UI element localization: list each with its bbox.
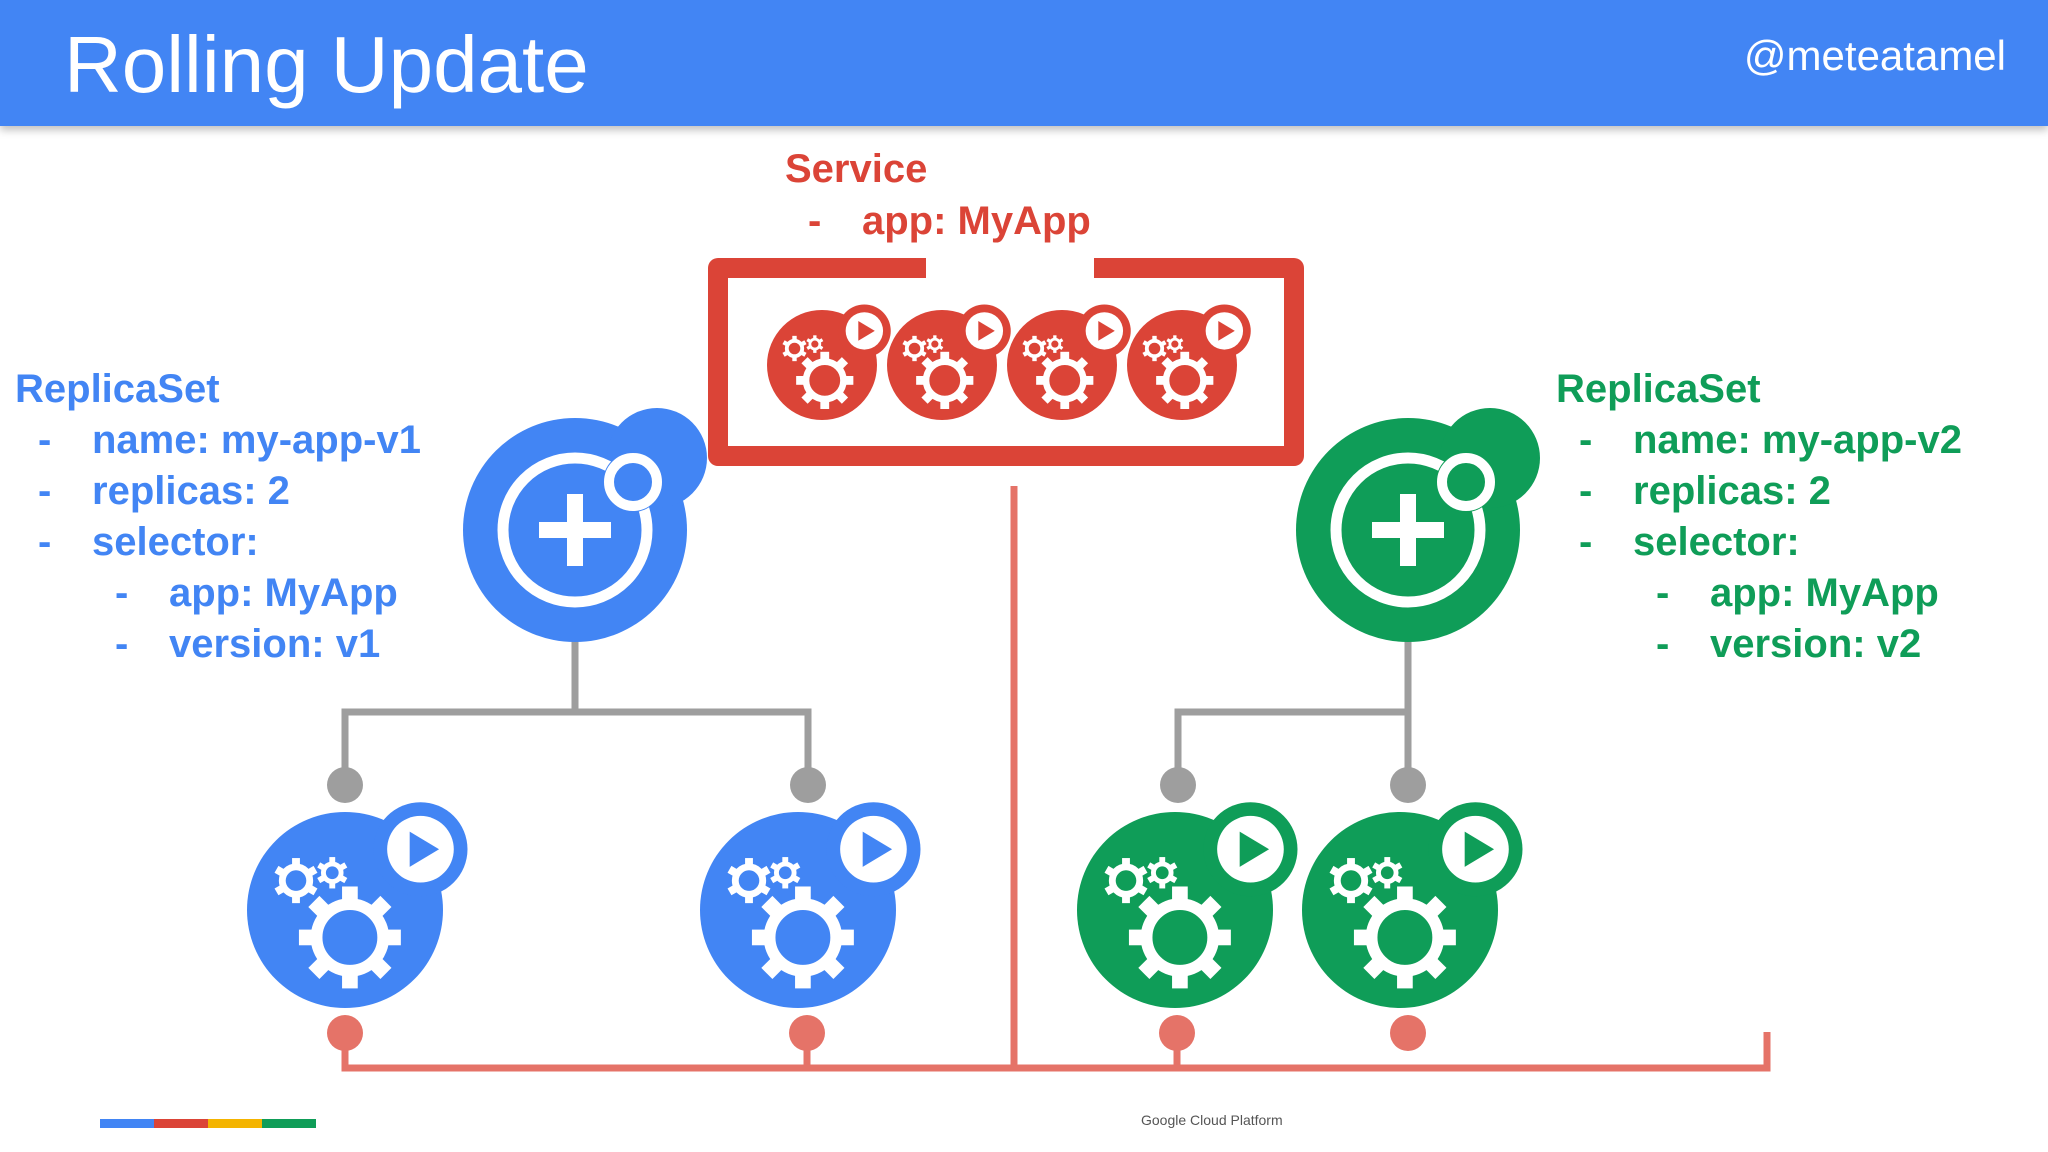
replicaset-v2-name: -name: my-app-v2 (1579, 415, 1962, 465)
pod-icon (887, 305, 1011, 421)
footer-platform-label: Google Cloud Platform (1141, 1112, 1283, 1128)
replicaset-v2-replicas-text: replicas: 2 (1633, 469, 1831, 513)
pod-icon (1007, 305, 1131, 421)
replicaset-v2-name-text: name: my-app-v2 (1633, 418, 1962, 462)
pod-icon (1077, 802, 1298, 1008)
replicaset-v1-app: -app: MyApp (115, 568, 398, 618)
replicaset-v1-icon (463, 408, 707, 642)
author-handle: @meteatamel (1743, 32, 2006, 79)
service-selector-line: -app: MyApp (808, 196, 1091, 246)
replicaset-connector-dots (327, 767, 1426, 803)
replicaset-v2-app-text: app: MyApp (1710, 571, 1939, 615)
replicaset-v1-dash-5: - (115, 622, 129, 666)
replicaset-v2-dash-1: - (1579, 418, 1593, 462)
slide-title: Rolling Update (64, 20, 589, 109)
pod-icon (700, 802, 921, 1008)
replicaset-v1-app-text: app: MyApp (169, 571, 398, 615)
replicaset-v1-pods (247, 802, 921, 1008)
replicaset-v1-dash-1: - (38, 418, 52, 462)
brand-bar-green (262, 1119, 316, 1128)
replicaset-v1-selector: -selector: (38, 517, 259, 567)
pod-icon (767, 305, 891, 421)
service-selector-app: app: MyApp (862, 199, 1091, 243)
replicaset-v1-replicas-text: replicas: 2 (92, 469, 290, 513)
service-connector-dots (327, 1015, 1426, 1051)
replicaset-v2-dash-3: - (1579, 520, 1593, 564)
replicaset-v1-dash-2: - (38, 469, 52, 513)
service-box (708, 258, 1304, 466)
pod-icon (1302, 802, 1523, 1008)
replicaset-v2-icon (1296, 408, 1540, 642)
service-dash-1: - (808, 199, 822, 243)
brand-bar-blue (100, 1119, 154, 1128)
replicaset-v2-version-text: version: v2 (1710, 622, 1922, 666)
pod-icon (1127, 305, 1251, 421)
replicaset-v1-name: -name: my-app-v1 (38, 415, 421, 465)
slide-header: Rolling Update @meteatamel (0, 0, 2048, 126)
replicaset-v1-dash-4: - (115, 571, 129, 615)
replicaset-v1-version-text: version: v1 (169, 622, 381, 666)
pod-icon (247, 802, 468, 1008)
replicaset-v2-dash-5: - (1656, 622, 1670, 666)
replicaset-v1-dash-3: - (38, 520, 52, 564)
replicaset-v2-selector-text: selector: (1633, 520, 1800, 564)
replicaset-v2-heading: ReplicaSet (1556, 367, 1761, 411)
replicaset-v2-pods (1077, 802, 1523, 1008)
brand-bar-yellow (208, 1119, 262, 1128)
replicaset-v2-dash-4: - (1656, 571, 1670, 615)
replicaset-v1-heading: ReplicaSet (15, 367, 220, 411)
replicaset-v1-version: -version: v1 (115, 619, 380, 669)
replicaset-v1-selector-text: selector: (92, 520, 259, 564)
service-pod-group (767, 305, 1251, 421)
replicaset-v2-selector: -selector: (1579, 517, 1800, 567)
replicaset-v2-replicas: -replicas: 2 (1579, 466, 1831, 516)
replicaset-v1-replicas: -replicas: 2 (38, 466, 290, 516)
replicaset-v1-name-text: name: my-app-v1 (92, 418, 421, 462)
google-brand-bar (100, 1119, 316, 1128)
replicaset-v2-app: -app: MyApp (1656, 568, 1939, 618)
replicaset-v2-version: -version: v2 (1656, 619, 1921, 669)
service-heading: Service (785, 147, 928, 191)
brand-bar-red (154, 1119, 208, 1128)
replicaset-v2-dash-2: - (1579, 469, 1593, 513)
